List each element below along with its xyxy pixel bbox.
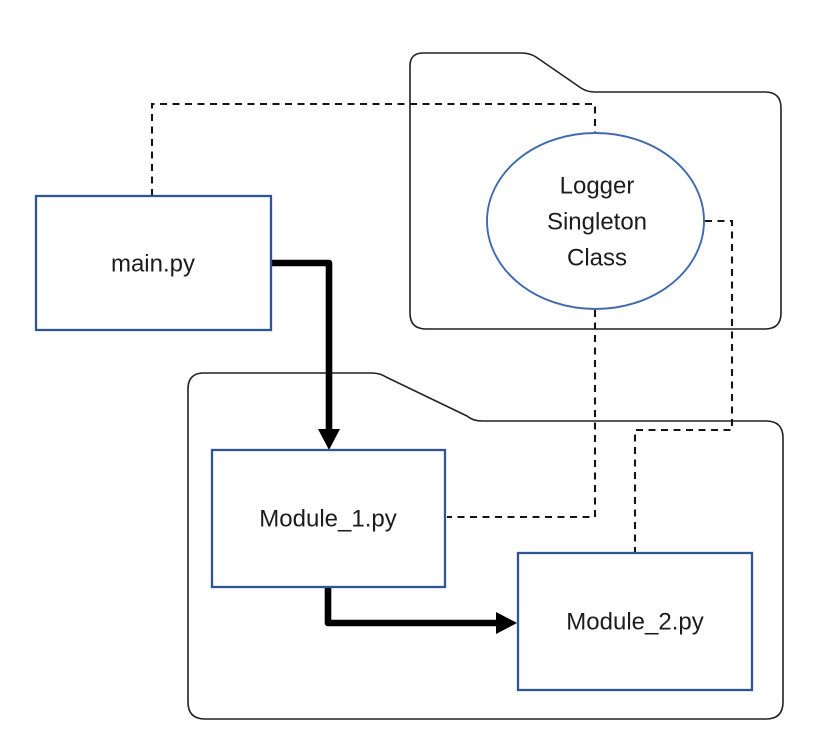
arrow-main-to-module1-line <box>271 259 333 431</box>
node-module1-py-label: Module_1.py <box>259 506 396 533</box>
arrow-module1-to-module2-line <box>324 587 497 627</box>
node-main-py-label: main.py <box>111 251 195 278</box>
modules-package-folder <box>187 372 784 720</box>
node-module2-py <box>516 551 754 692</box>
connector-main-to-logger <box>150 102 597 196</box>
connector-logger-to-module1 <box>447 310 597 519</box>
node-logger-label-line2: Singleton <box>547 209 647 236</box>
arrow-main-to-module1-head <box>318 429 340 450</box>
connector-logger-to-module2 <box>633 219 734 552</box>
node-module2-py-label: Module_2.py <box>566 609 703 636</box>
logger-package-folder <box>409 52 782 330</box>
node-logger-label-line3: Class <box>567 245 627 272</box>
node-logger-singleton <box>486 132 705 310</box>
arrow-module1-to-module2 <box>324 587 517 634</box>
arrow-main-to-module1 <box>271 259 340 450</box>
node-main-py <box>34 194 273 332</box>
node-logger-label-line1: Logger <box>560 173 635 200</box>
node-module1-py <box>210 448 447 589</box>
arrow-module1-to-module2-head <box>496 612 517 634</box>
